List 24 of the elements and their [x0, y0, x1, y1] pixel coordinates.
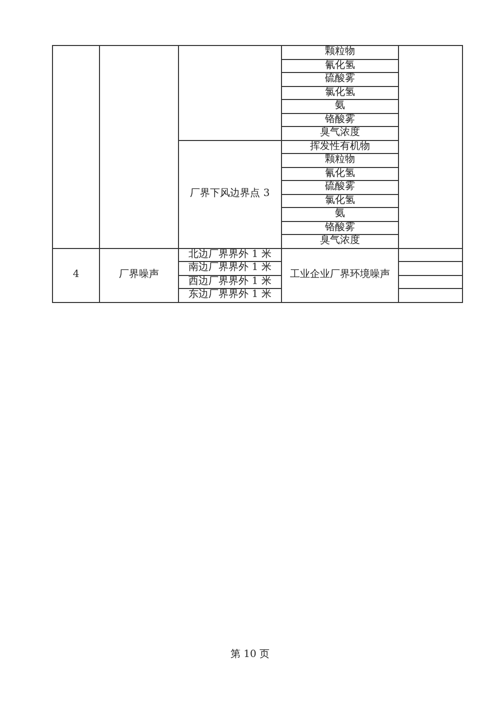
- table-cell: 臭气浓度: [282, 127, 399, 140]
- table-cell: 工业企业厂界环境噪声: [282, 248, 399, 302]
- table-cell: 氯化氢: [282, 86, 399, 100]
- page-number: 第 10 页: [230, 649, 270, 660]
- table-cell: 西边厂界界外 1 米: [179, 276, 282, 289]
- table-cell: 南边厂界界外 1 米: [179, 262, 282, 276]
- table-cell: 挥发性有机物: [282, 140, 399, 154]
- table-cell: 北边厂界界外 1 米: [179, 248, 282, 262]
- table-cell: 4: [53, 248, 100, 302]
- table-cell: 铬酸雾: [282, 222, 399, 235]
- table-cell: 颗粒物: [282, 46, 399, 60]
- table-cell: 厂界下风边界点 3: [179, 140, 282, 248]
- table-cell: 氰化氢: [282, 168, 399, 181]
- table-cell: 厂界噪声: [100, 248, 179, 302]
- table-cell: 颗粒物: [282, 154, 399, 168]
- table-cell: 铬酸雾: [282, 114, 399, 127]
- table-cell: 硫酸雾: [282, 73, 399, 86]
- table-cell: 臭气浓度: [282, 235, 399, 248]
- table-cell: 氯化氢: [282, 194, 399, 208]
- table-cell: 氨: [282, 208, 399, 222]
- table-cell: 东边厂界界外 1 米: [179, 289, 282, 302]
- table-cell: 硫酸雾: [282, 181, 399, 194]
- table-cell: 氰化氢: [282, 60, 399, 73]
- table-cell: 氨: [282, 100, 399, 114]
